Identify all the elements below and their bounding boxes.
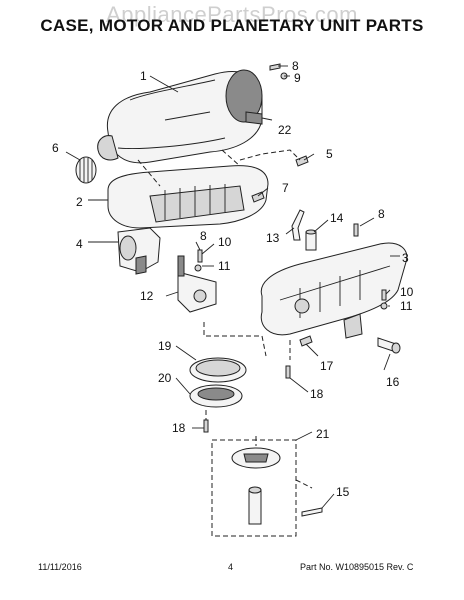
part-1-motor-housing[interactable]: [97, 69, 263, 164]
callout-13: 13: [266, 231, 280, 245]
part-4-planetary-gear[interactable]: [117, 227, 161, 275]
callout-3: 3: [402, 251, 409, 265]
callout-19: 19: [158, 339, 172, 353]
callout-11-right: 11: [400, 299, 413, 313]
callout-17: 17: [320, 359, 334, 373]
callout-9: 9: [294, 71, 301, 85]
callout-labels: 1 2 3 4 5 6 7 8 8 8 9 10 10 11 11 12 13 …: [52, 59, 414, 499]
part-14-hinge-pin[interactable]: [305, 229, 317, 251]
callout-14: 14: [330, 211, 344, 225]
part-3-base[interactable]: [260, 242, 408, 339]
callout-8-mid: 8: [200, 229, 207, 243]
callout-8-right: 8: [378, 207, 385, 221]
callout-2: 2: [76, 195, 83, 209]
part-19-ring[interactable]: [189, 357, 247, 383]
callout-22: 22: [278, 123, 292, 137]
callout-12: 12: [140, 289, 154, 303]
footer-date: 11/11/2016: [38, 562, 82, 572]
part-21-planetary-assembly[interactable]: [211, 439, 297, 537]
part-22-badge[interactable]: [245, 111, 263, 125]
part-2-gear-housing[interactable]: [107, 165, 269, 229]
callout-7: 7: [282, 181, 289, 195]
part-20-gear-ring[interactable]: [189, 384, 243, 408]
part-16-lock-pin[interactable]: [377, 337, 401, 354]
part-13-hinge-lever[interactable]: [291, 209, 305, 241]
part-12-gear-bracket[interactable]: [177, 255, 217, 313]
callout-6: 6: [52, 141, 59, 155]
footer-page-number: 4: [228, 562, 234, 572]
screw-parts[interactable]: [194, 63, 388, 433]
callout-15: 15: [336, 485, 350, 499]
callout-4: 4: [76, 237, 83, 251]
callout-1: 1: [140, 69, 147, 83]
callout-10-right: 10: [400, 285, 414, 299]
callout-18-left: 18: [172, 421, 186, 435]
callout-21: 21: [316, 427, 330, 441]
callout-8-top: 8: [292, 59, 299, 73]
assembly-guide-lines: [137, 149, 313, 489]
part-6-cap[interactable]: [75, 156, 97, 184]
footer-part-number: Part No. W10895015 Rev. C: [300, 562, 414, 572]
leader-lines: [65, 65, 400, 509]
callout-10-left: 10: [218, 235, 232, 249]
part-15-pin[interactable]: [301, 507, 323, 517]
callout-18-right: 18: [310, 387, 324, 401]
callout-20: 20: [158, 371, 172, 385]
watermark: AppliancePartsPros.com: [106, 2, 358, 27]
diagram-title: CASE, MOTOR AND PLANETARY UNIT PARTS: [40, 16, 424, 35]
callout-16: 16: [386, 375, 400, 389]
callout-5: 5: [326, 147, 333, 161]
callout-11-left: 11: [218, 259, 231, 273]
